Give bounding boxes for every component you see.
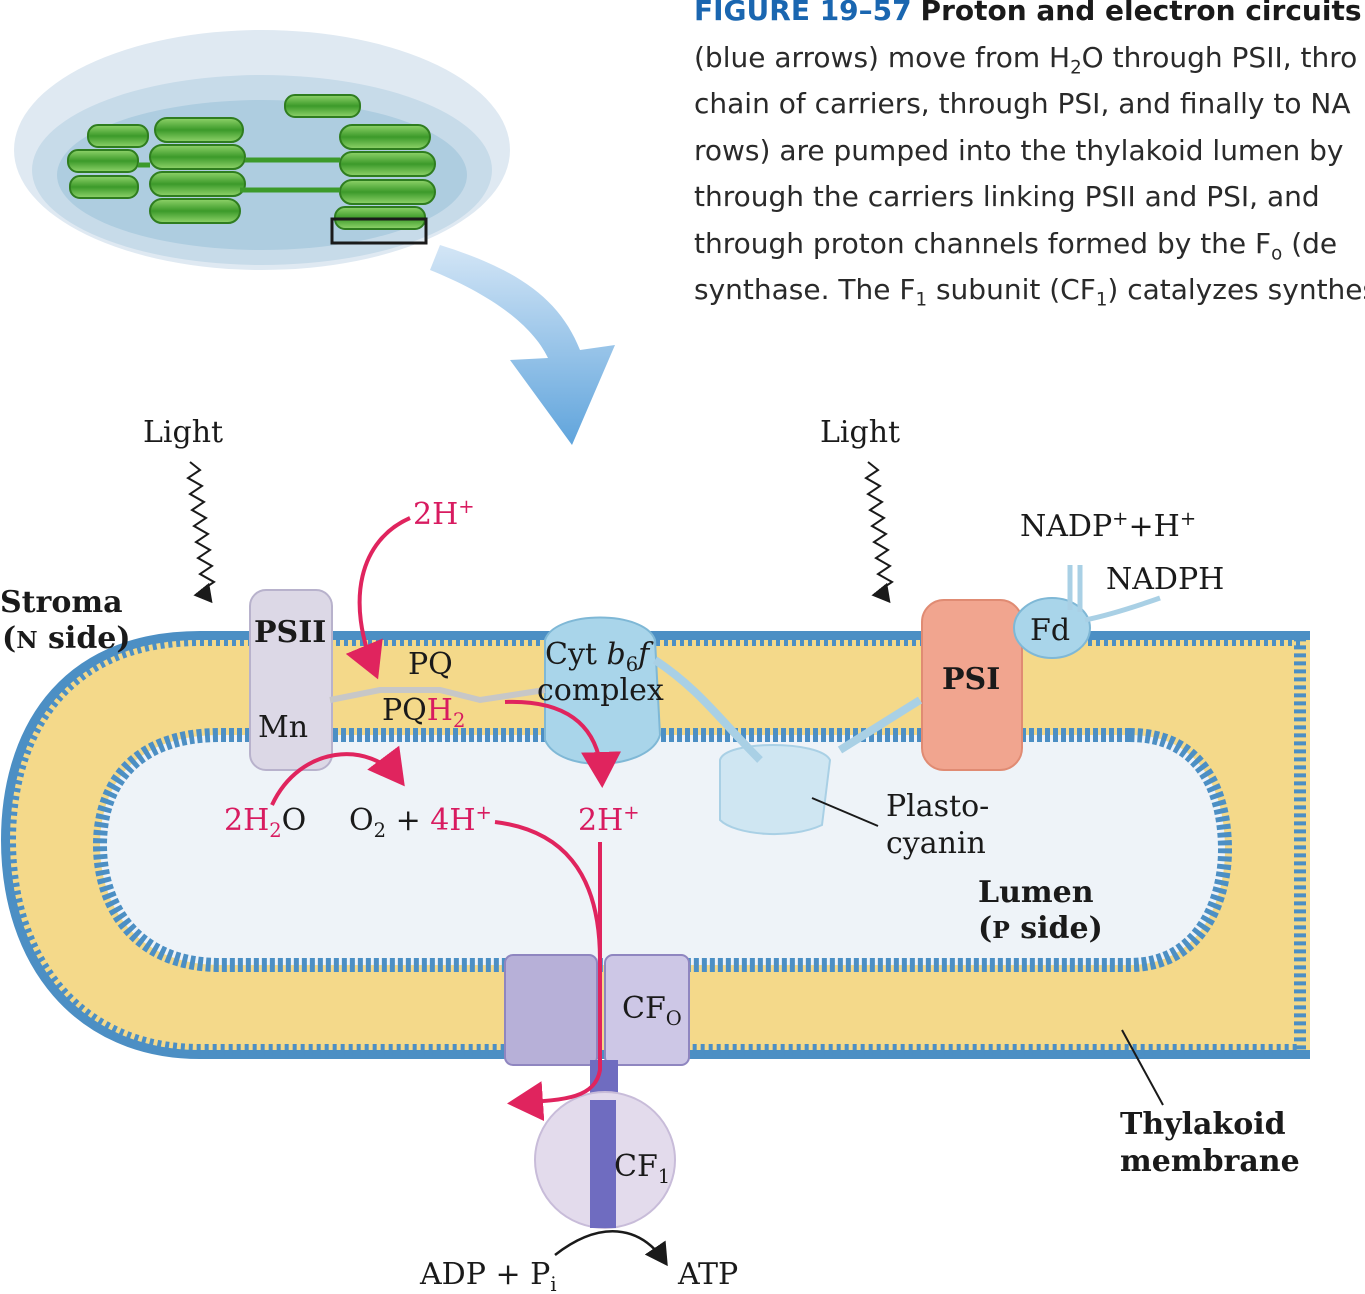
psi-complex <box>921 599 1023 771</box>
fd-label: Fd <box>1030 613 1071 648</box>
atp-label: ATP <box>678 1257 739 1292</box>
light-right-squiggle <box>864 461 894 604</box>
plastocyanin <box>719 744 832 835</box>
nadp-label: NADP++H+ <box>1020 507 1197 544</box>
zoom-arrow <box>430 245 615 445</box>
caption-title-line: FIGURE 19–57 Proton and electron circuit… <box>694 0 1365 35</box>
psii-complex <box>249 589 333 771</box>
lumen-side-label: (P side) <box>978 911 1103 946</box>
stroma-side-label: (N side) <box>2 621 131 656</box>
plastocyanin-leader <box>811 797 879 827</box>
atp-arrow <box>554 1230 668 1267</box>
stroma-label: Stroma <box>0 585 123 620</box>
light-label-right: Light <box>820 415 901 450</box>
light-label-left: Light <box>143 415 224 450</box>
complex-label: complex <box>537 673 664 708</box>
caption-line-6: synthase. The F1 subunit (CF1) catalyzes… <box>694 273 1365 311</box>
zoom-box <box>330 217 428 245</box>
cf1-label: CF1 <box>614 1149 671 1188</box>
caption-line-1: (blue arrows) move from H2O through PSII… <box>694 40 1358 79</box>
nadph-label: NADPH <box>1106 562 1225 597</box>
cyt-label: Cyt b6f <box>545 637 650 676</box>
caption-line-3: rows) are pumped into the thylakoid lume… <box>694 133 1344 167</box>
plastocyanin-label-2: cyanin <box>886 826 986 861</box>
psii-label: PSII <box>254 615 327 650</box>
thylakoid-label: Thylakoid <box>1120 1107 1286 1142</box>
mn-label: Mn <box>258 710 309 745</box>
cyt-b6f-complex <box>544 616 662 765</box>
proton-stroma-label: 2H+ <box>413 495 475 532</box>
adp-label: ADP + Pi <box>420 1257 557 1294</box>
pqh2-label: PQH2 <box>382 693 466 732</box>
proton-arrows <box>270 516 622 1122</box>
membrane-label: membrane <box>1120 1144 1300 1179</box>
plastocyanin-label-1: Plasto- <box>886 789 990 824</box>
cfo-label: CFO <box>622 991 682 1030</box>
membrane-leader <box>1121 1029 1164 1106</box>
figure-caption: FIGURE 19–57 Proton and electron circuit… <box>694 0 1365 314</box>
psi-label: PSI <box>942 662 1001 697</box>
figure-title: Proton and electron circuits in <box>920 0 1365 27</box>
chloroplast-illustration <box>14 30 510 270</box>
caption-line-4: through the carriers linking PSII and PS… <box>694 180 1320 213</box>
ferredoxin <box>1013 597 1091 659</box>
water-label: 2H2O <box>224 803 307 842</box>
proton-lumen-label: 2H+ <box>578 801 640 838</box>
atp-synthase <box>504 954 690 1229</box>
oxygen-protons-label: O2 + 4H+ <box>349 801 492 842</box>
figure-number: FIGURE 19–57 <box>694 0 912 27</box>
pq-label: PQ <box>408 647 453 682</box>
lumen-label: Lumen <box>978 875 1094 910</box>
caption-line-5: through proton channels formed by the Fo… <box>694 226 1338 265</box>
caption-line-2: chain of carriers, through PSI, and fina… <box>694 87 1351 120</box>
light-left-squiggle <box>186 461 216 604</box>
